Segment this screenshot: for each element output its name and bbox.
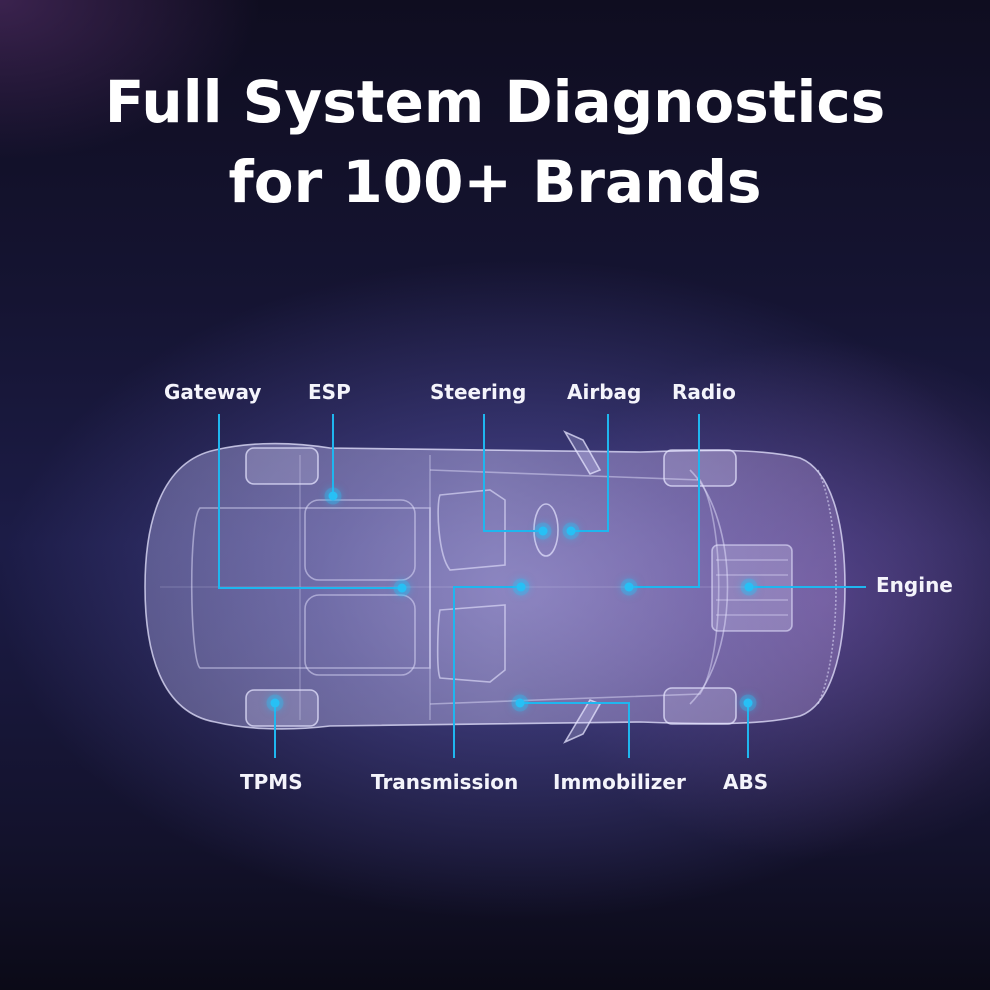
airbag-hotspot xyxy=(566,526,576,536)
airbag-leader-h xyxy=(571,530,609,532)
label-steering: Steering xyxy=(430,380,527,404)
radio-leader-h xyxy=(629,586,700,588)
immobilizer-leader-v xyxy=(628,702,630,758)
steering-leader-h xyxy=(483,530,543,532)
tpms-hotspot xyxy=(270,698,280,708)
label-tpms: TPMS xyxy=(240,770,303,794)
steering-hotspot xyxy=(538,526,548,536)
label-immobilizer: Immobilizer xyxy=(553,770,686,794)
label-esp: ESP xyxy=(308,380,351,404)
transmission-leader-v xyxy=(453,586,455,758)
label-transmission: Transmission xyxy=(371,770,519,794)
page-title: Full System Diagnostics for 100+ Brands xyxy=(0,62,990,222)
gateway-hotspot xyxy=(397,583,407,593)
airbag-leader-v xyxy=(607,414,609,532)
transmission-hotspot xyxy=(516,582,526,592)
engine-leader xyxy=(749,586,866,588)
gateway-leader-h xyxy=(218,587,403,589)
radio-hotspot xyxy=(624,582,634,592)
transmission-leader-h xyxy=(453,586,521,588)
label-radio: Radio xyxy=(672,380,736,404)
title-line-1: Full System Diagnostics xyxy=(104,68,886,136)
abs-hotspot xyxy=(743,698,753,708)
steering-leader-v xyxy=(483,414,485,532)
esp-hotspot xyxy=(328,491,338,501)
abs-leader xyxy=(747,703,749,758)
engine-hotspot xyxy=(744,582,754,592)
title-line-2: for 100+ Brands xyxy=(228,148,762,216)
label-airbag: Airbag xyxy=(567,380,642,404)
immobilizer-leader-h xyxy=(520,702,630,704)
immobilizer-hotspot xyxy=(515,698,525,708)
tpms-leader xyxy=(274,703,276,758)
esp-leader xyxy=(332,414,334,496)
label-abs: ABS xyxy=(723,770,769,794)
radio-leader-v xyxy=(698,414,700,588)
gateway-leader-v xyxy=(218,414,220,589)
label-engine: Engine xyxy=(876,573,953,597)
label-gateway: Gateway xyxy=(164,380,262,404)
